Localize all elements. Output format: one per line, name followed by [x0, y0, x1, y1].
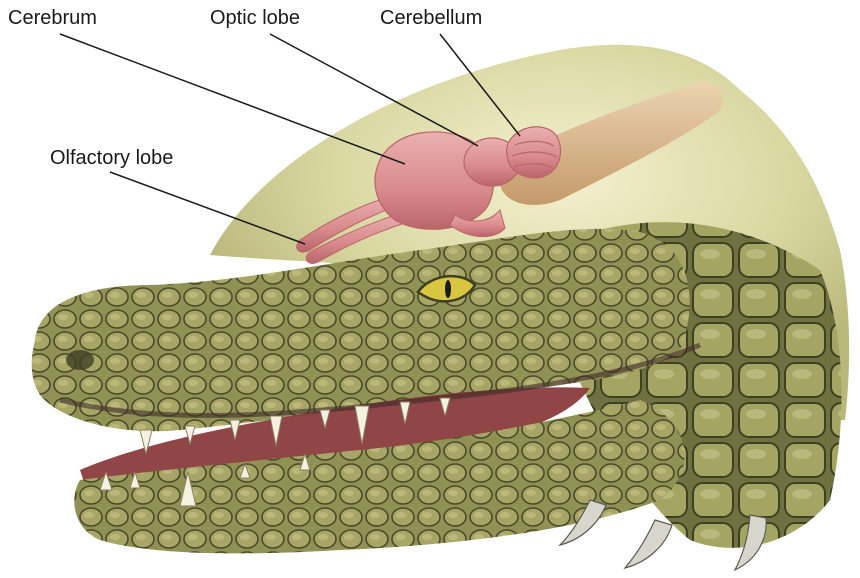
claw-icon: [625, 520, 672, 568]
label-cerebellum: Cerebellum: [380, 8, 482, 28]
nostril-icon: [66, 350, 94, 370]
leader-line-cerebrum: [60, 34, 405, 164]
label-cerebrum: Cerebrum: [8, 8, 97, 28]
label-olfactory-lobe: Olfactory lobe: [50, 148, 173, 168]
label-optic-lobe: Optic lobe: [210, 8, 300, 28]
